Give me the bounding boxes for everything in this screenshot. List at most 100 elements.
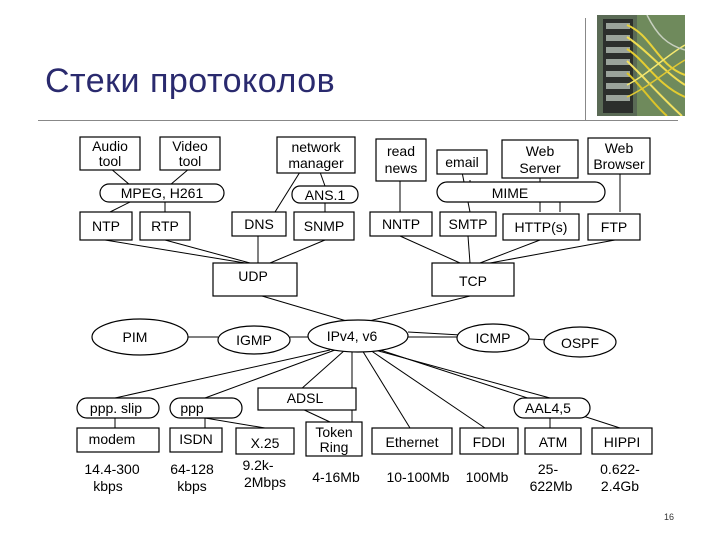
speed-fddi: 100Mb bbox=[466, 469, 509, 485]
nntp-label: NNTP bbox=[382, 216, 420, 232]
rtp-label: RTP bbox=[151, 218, 179, 234]
box-atm: ATM bbox=[524, 427, 582, 455]
box-web-server: Web Server bbox=[501, 139, 579, 179]
network-cables-photo bbox=[597, 15, 685, 116]
box-audio-tool: Audio tool bbox=[79, 136, 141, 171]
ipv4-label: IPv4, v6 bbox=[327, 328, 378, 344]
speed-x25-line2: 2Mbps bbox=[244, 474, 286, 490]
hippi-label: HIPPI bbox=[604, 434, 641, 450]
speed-hippi-line1: 0.622- bbox=[600, 461, 640, 477]
page-number: 16 bbox=[664, 512, 675, 522]
box-http: HTTP(s) bbox=[502, 213, 580, 241]
icmp-label: ICMP bbox=[476, 330, 511, 346]
speed-ethernet: 10-100Mb bbox=[386, 469, 449, 485]
box-modem: modem bbox=[76, 427, 160, 453]
box-mime: MIME bbox=[436, 181, 606, 203]
ellipse-pim: PIM bbox=[91, 318, 189, 356]
box-adsl: ADSL bbox=[257, 387, 357, 411]
box-ppp-slip: ppp. slip bbox=[76, 397, 160, 419]
video-tool-line1: Video bbox=[172, 138, 208, 154]
speed-modem-line2: kbps bbox=[93, 478, 123, 494]
speed-atm-line2: 622Mb bbox=[530, 478, 573, 494]
box-rtp: RTP bbox=[139, 211, 191, 241]
token-ring-line1: Token bbox=[315, 424, 352, 440]
ellipse-igmp: IGMP bbox=[217, 325, 291, 355]
box-x25: X.25 bbox=[235, 427, 295, 455]
audio-tool-line1: Audio bbox=[92, 138, 128, 154]
modem-label: modem bbox=[89, 431, 136, 447]
udp-label: UDP bbox=[238, 268, 268, 284]
box-token-ring: Token Ring bbox=[305, 421, 363, 457]
box-aal: AAL4,5 bbox=[513, 397, 591, 419]
ellipse-ipv4: IPv4, v6 bbox=[307, 319, 409, 353]
box-ftp: FTP bbox=[587, 213, 641, 241]
ntp-label: NTP bbox=[92, 218, 120, 234]
box-ppp: ppp bbox=[169, 397, 243, 419]
http-label: HTTP(s) bbox=[515, 219, 568, 235]
box-mpeg: MPEG, H261 bbox=[99, 183, 225, 203]
box-udp: UDP bbox=[212, 262, 298, 297]
box-dns: DNS bbox=[231, 211, 287, 237]
page-title: Стеки протоколов bbox=[45, 62, 336, 100]
igmp-label: IGMP bbox=[236, 332, 272, 348]
isdn-label: ISDN bbox=[179, 431, 212, 447]
box-fddi: FDDI bbox=[459, 427, 519, 455]
read-news-line1: read bbox=[387, 143, 415, 159]
web-browser-line1: Web bbox=[605, 140, 634, 156]
ans1-label: ANS.1 bbox=[305, 187, 346, 203]
fddi-label: FDDI bbox=[473, 434, 506, 450]
speed-isdn-line1: 64-128 bbox=[170, 461, 214, 477]
title-divider bbox=[38, 120, 678, 121]
audio-tool-line2: tool bbox=[99, 153, 122, 169]
network-manager-line1: network bbox=[291, 139, 341, 155]
box-nntp: NNTP bbox=[369, 211, 433, 237]
box-tcp: TCP bbox=[431, 262, 515, 297]
ppp-slip-label: ppp. slip bbox=[90, 400, 142, 416]
speed-modem-line1: 14.4-300 bbox=[84, 461, 139, 477]
tcp-label: TCP bbox=[459, 273, 487, 289]
web-server-line1: Web bbox=[526, 143, 555, 159]
box-network-manager: network manager bbox=[276, 136, 356, 174]
web-browser-line2: Browser bbox=[593, 156, 645, 172]
atm-label: ATM bbox=[539, 434, 568, 450]
title-vertical-divider bbox=[585, 18, 586, 120]
ftp-label: FTP bbox=[601, 219, 627, 235]
box-email: email bbox=[436, 149, 488, 175]
speed-token-ring: 4-16Mb bbox=[312, 469, 360, 485]
read-news-line2: news bbox=[385, 160, 418, 176]
mime-label: MIME bbox=[492, 185, 529, 201]
x25-label: X.25 bbox=[251, 435, 280, 451]
ellipse-icmp: ICMP bbox=[456, 323, 530, 353]
video-tool-line2: tool bbox=[179, 153, 202, 169]
ethernet-label: Ethernet bbox=[386, 434, 439, 450]
aal-label: AAL4,5 bbox=[525, 400, 571, 416]
speed-atm-line1: 25- bbox=[538, 461, 559, 477]
ellipse-ospf: OSPF bbox=[543, 326, 617, 358]
mpeg-label: MPEG, H261 bbox=[121, 185, 204, 201]
box-web-browser: Web Browser bbox=[587, 137, 651, 175]
box-ans1: ANS.1 bbox=[291, 185, 359, 204]
box-smtp: SMTP bbox=[439, 211, 497, 237]
box-ntp: NTP bbox=[79, 211, 133, 241]
box-read-news: read news bbox=[375, 138, 427, 182]
ppp-label: ppp bbox=[180, 400, 204, 416]
speed-x25-line1: 9.2k- bbox=[242, 457, 273, 473]
email-label: email bbox=[445, 154, 478, 170]
box-ethernet: Ethernet bbox=[371, 427, 453, 455]
box-video-tool: Video tool bbox=[159, 136, 221, 171]
token-ring-line2: Ring bbox=[320, 439, 349, 455]
smtp-label: SMTP bbox=[449, 216, 488, 232]
box-isdn: ISDN bbox=[169, 427, 223, 453]
network-manager-line2: manager bbox=[288, 155, 344, 171]
dns-label: DNS bbox=[244, 216, 274, 232]
web-server-line2: Server bbox=[519, 160, 561, 176]
speed-hippi-line2: 2.4Gb bbox=[601, 478, 639, 494]
box-hippi: HIPPI bbox=[591, 427, 653, 455]
speed-labels: 14.4-300 kbps 64-128 kbps 9.2k- 2Mbps 4-… bbox=[84, 457, 640, 494]
adsl-label: ADSL bbox=[287, 390, 324, 406]
box-snmp: SNMP bbox=[293, 211, 355, 241]
snmp-label: SNMP bbox=[304, 218, 344, 234]
pim-label: PIM bbox=[123, 329, 148, 345]
speed-isdn-line2: kbps bbox=[177, 478, 207, 494]
